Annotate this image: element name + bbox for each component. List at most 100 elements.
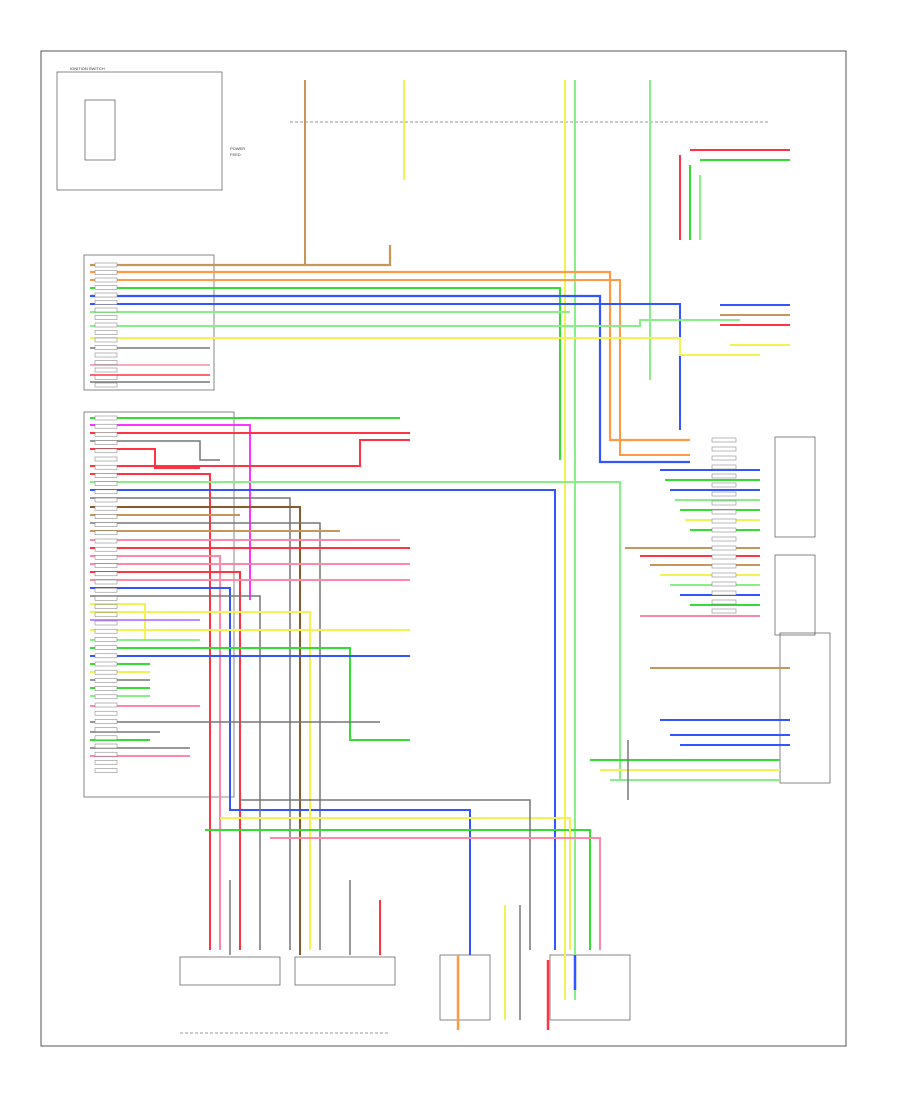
- pin-tag: [711, 473, 737, 479]
- pin-tag: [94, 760, 118, 765]
- pin-tag: [94, 743, 118, 749]
- pin-tag: [94, 375, 118, 380]
- pin-tag: [94, 612, 118, 618]
- pin-tag: [94, 345, 118, 350]
- pin-tag: [94, 285, 118, 290]
- pin-tag: [94, 432, 118, 437]
- pin-tag: [711, 608, 737, 614]
- pin-tag: [94, 555, 118, 560]
- pin-tag: [94, 579, 118, 585]
- ignition-switch-box: IGNITION SWITCH POWER FEED: [56, 66, 245, 191]
- pin-tag: [711, 437, 737, 443]
- pin-tag: [94, 751, 118, 757]
- wire-lgreen-3: [90, 481, 621, 780]
- wire-gray-6: [90, 595, 261, 950]
- wire-red-4: [90, 439, 410, 467]
- pin-tag: [94, 473, 118, 478]
- pin-tag: [94, 352, 118, 358]
- pin-tag: [94, 530, 118, 536]
- wire-pink-8: [270, 837, 601, 950]
- pin-tag: [94, 262, 118, 268]
- pin-tag: [711, 536, 737, 542]
- wire-yellow-2: [90, 603, 146, 640]
- wire-blue-4: [90, 587, 471, 955]
- wire-gray-11: [240, 799, 531, 950]
- pin-tag: [94, 330, 118, 335]
- pin-tag: [94, 604, 118, 609]
- bottom-sensor-box-2: [294, 956, 396, 986]
- pin-tag: [94, 505, 118, 511]
- pin-tag: [94, 382, 118, 388]
- pin-tag: [94, 719, 118, 724]
- wire-blue-1: [90, 294, 690, 464]
- wire-yellow-3: [90, 611, 311, 950]
- right-connector-a: [774, 436, 816, 538]
- wire-yellow-1: [90, 337, 760, 356]
- pin-tag: [94, 645, 118, 650]
- pin-tag: [94, 292, 118, 298]
- wire-yellow-6: [220, 817, 571, 950]
- pin-tag: [94, 678, 118, 683]
- wires: [90, 149, 790, 1030]
- bottom-sensor-box-1: [179, 956, 281, 986]
- right-switch-box: [779, 632, 831, 784]
- pin-tag: [94, 710, 118, 716]
- wire-red-5: [90, 473, 211, 950]
- pin-tag: [94, 489, 118, 495]
- bottom-sensor-box-3: [439, 954, 491, 1021]
- svg-text:POWER: POWER: [230, 146, 245, 151]
- wire-blue-2: [90, 303, 681, 430]
- pin-tag: [94, 694, 118, 700]
- pin-labels: [94, 262, 737, 773]
- ecm-connector-lower: [83, 411, 235, 798]
- wire-tan-1: [90, 245, 392, 267]
- pin-tag: [94, 322, 118, 328]
- pin-tag: [94, 315, 118, 320]
- pin-tag: [94, 637, 118, 642]
- pin-tag: [711, 518, 737, 524]
- pin-tag: [711, 491, 737, 497]
- pin-tag: [94, 546, 118, 552]
- pin-tag: [711, 509, 737, 515]
- pin-tag: [94, 448, 118, 454]
- wire-red-7: [90, 571, 241, 950]
- wire-magenta-1: [90, 424, 251, 600]
- pin-tag: [94, 768, 118, 773]
- pin-tag: [711, 482, 737, 488]
- wire-green-3: [90, 647, 410, 741]
- pin-tag: [94, 456, 118, 462]
- pin-tag: [711, 455, 737, 461]
- pin-tag: [94, 337, 118, 343]
- right-connector-b: [774, 554, 816, 636]
- pin-tag: [94, 596, 118, 601]
- pin-tag: [711, 446, 737, 452]
- wire-orange-1: [90, 270, 690, 442]
- pin-tag: [711, 545, 737, 551]
- pin-tag: [94, 464, 118, 470]
- pin-tag: [94, 481, 118, 486]
- wire-green-1: [90, 287, 561, 460]
- pin-tag: [94, 415, 118, 421]
- top-fuse-group: [304, 80, 651, 1000]
- wire-lgreen-2: [90, 319, 740, 327]
- wire-brown-1: [90, 506, 301, 955]
- pin-tag: [711, 554, 737, 560]
- pin-tag: [94, 367, 118, 373]
- pin-tag: [711, 500, 737, 506]
- pin-tag: [94, 571, 118, 577]
- wire-gray-5: [90, 522, 321, 950]
- pin-tag: [94, 270, 118, 275]
- wire-red-3: [90, 448, 200, 469]
- pin-tag: [94, 307, 118, 313]
- pin-tag: [711, 527, 737, 533]
- pin-tag: [94, 440, 118, 445]
- ignition-switch-label: IGNITION SWITCH: [70, 66, 105, 71]
- svg-text:FEED: FEED: [230, 152, 241, 157]
- pin-tag: [711, 563, 737, 569]
- pin-tag: [94, 653, 118, 659]
- pin-tag: [94, 300, 118, 305]
- pin-tag: [94, 277, 118, 283]
- wire-blue-3: [90, 489, 556, 950]
